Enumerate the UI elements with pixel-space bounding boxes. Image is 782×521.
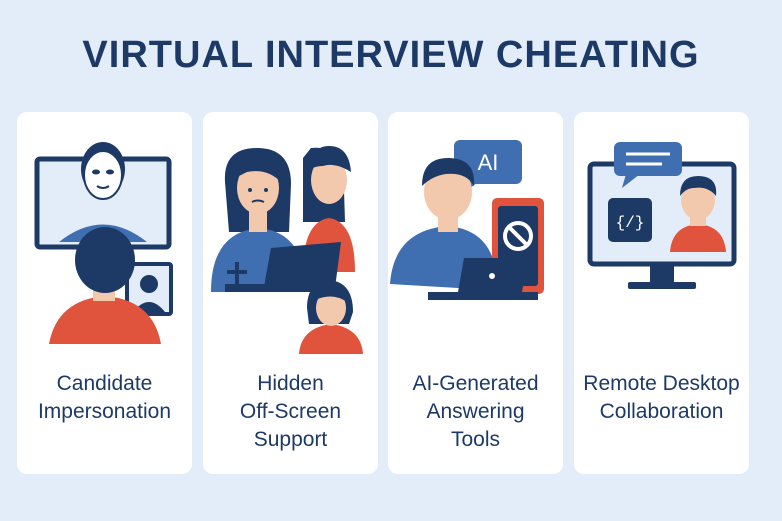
hidden-helpers-icon [211,146,363,354]
card-label: Remote Desktop Collaboration [583,372,740,423]
page-title: VIRTUAL INTERVIEW CHEATING [82,34,700,76]
card-remote-desktop-collaboration: {/} Remote Desktop Collaboration [574,112,749,474]
card-label: Candidate Impersonation [37,372,172,423]
code-icon: {/} [616,214,645,232]
card-label: Hidden Off-Screen Support [239,372,342,451]
card-label: AI-Generated Answering Tools [412,372,539,451]
card-candidate-impersonation: Candidate Impersonation [17,112,192,474]
remote-desktop-icon: {/} [587,142,737,289]
ai-phone-icon: AI [390,140,544,300]
card-ai-generated-answering-tools: AI AI-Generated Answering Tools [388,112,563,474]
card-hidden-off-screen-support: Hidden Off-Screen Support [203,112,378,474]
mask-impersonation-icon [34,142,173,344]
ai-badge: AI [478,150,499,175]
